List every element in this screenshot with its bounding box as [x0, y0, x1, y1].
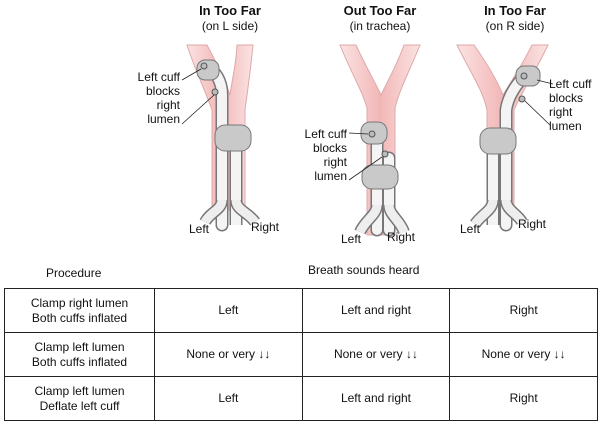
panel-trachea: Out Too Far (in trachea)	[310, 0, 450, 255]
right-label-panel-3: Right	[518, 217, 547, 231]
breath-sounds-table: Clamp right lumen Both cuffs inflated Le…	[4, 288, 598, 421]
panel-subtitle: (on L side)	[201, 19, 259, 33]
result-cell: None or very ↓↓	[449, 332, 598, 377]
left-label-panel-2: Left	[341, 232, 362, 246]
panel-title: In Too Far	[484, 3, 546, 18]
table-row: Clamp left lumen Both cuffs inflated Non…	[4, 332, 598, 377]
procedure-cell: Clamp left lumen Both cuffs inflated	[4, 332, 155, 377]
panel-right-side: In Too Far (on R side)	[445, 0, 585, 255]
panel-subtitle: (in trachea)	[349, 19, 411, 33]
cuff-note-panel-1: Left cuff blocks right lumen	[137, 70, 180, 126]
left-label-panel-1: Left	[189, 222, 210, 236]
right-label-panel-2: Right	[387, 230, 416, 244]
result-cell: Right	[449, 288, 598, 333]
tube-panel-2	[348, 121, 410, 237]
panel-title: Out Too Far	[343, 3, 417, 18]
result-cell: Right	[449, 376, 598, 421]
diagram-airways	[181, 44, 554, 237]
result-cell: Left and right	[301, 288, 451, 333]
right-label-panel-1: Right	[251, 220, 280, 234]
panel-left-side: In Too Far (on L side)	[160, 0, 300, 255]
left-cuff	[515, 65, 541, 87]
tube-panel-3	[470, 65, 554, 232]
tracheal-cuff	[361, 164, 399, 190]
result-cell: None or very ↓↓	[154, 332, 303, 377]
procedure-cell: Clamp left lumen Deflate left cuff	[4, 376, 155, 421]
left-cuff	[196, 59, 220, 81]
tube-panel-1	[181, 59, 260, 232]
procedure-header: Procedure	[46, 266, 102, 280]
result-cell: None or very ↓↓	[301, 332, 451, 377]
result-cell: Left and right	[301, 376, 451, 421]
result-cell: Left	[154, 288, 303, 333]
tracheal-cuff	[479, 127, 517, 155]
table-row: Clamp right lumen Both cuffs inflated Le…	[4, 288, 598, 333]
panel-subtitle: (on R side)	[485, 19, 545, 33]
result-cell: Left	[154, 376, 303, 421]
left-label-panel-3: Left	[460, 222, 481, 236]
tracheal-cuff	[214, 124, 252, 152]
panel-title: In Too Far	[199, 3, 261, 18]
breath-sounds-header: Breath sounds heard	[308, 263, 420, 277]
procedure-cell: Clamp right lumen Both cuffs inflated	[4, 288, 155, 333]
table-row: Clamp left lumen Deflate left cuff Left …	[4, 376, 598, 421]
cuff-note-panel-3: Left cuff blocks right lumen	[549, 77, 592, 133]
cuff-note-panel-2: Left cuff blocks right lumen	[304, 127, 347, 183]
